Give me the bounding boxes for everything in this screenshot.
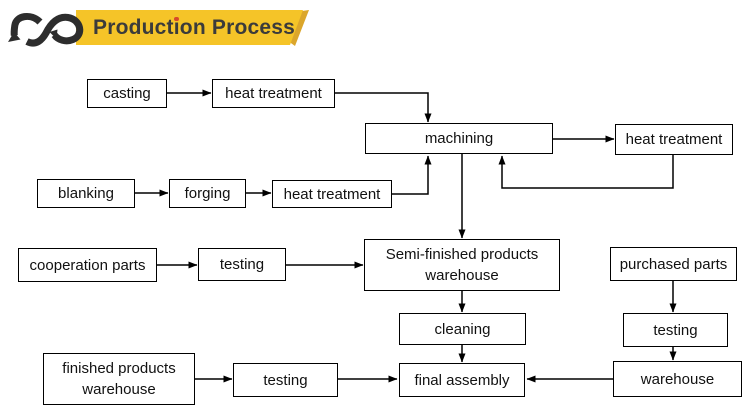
edge-heat-treatment-top-machining — [335, 92, 432, 123]
node-blanking: blanking — [37, 179, 135, 208]
node-heat-treatment-right: heat treatment — [615, 124, 733, 155]
node-heat-treatment-top: heat treatment — [212, 79, 335, 108]
node-testing-purchased: testing — [623, 313, 728, 347]
node-final-assembly: final assembly — [399, 363, 525, 397]
page-title-pre: Product — [93, 15, 174, 39]
node-testing-parts: testing — [198, 248, 286, 281]
left-arrowhead-icon — [8, 32, 21, 42]
node-warehouse: warehouse — [613, 361, 742, 397]
page-title-post: on Process — [179, 15, 296, 39]
page-title-dotted-i: i — [173, 15, 180, 39]
header-banner — [8, 10, 309, 47]
node-purchased-parts: purchased parts — [610, 247, 737, 281]
node-cleaning: cleaning — [399, 313, 526, 345]
right-arrowhead-icon — [49, 29, 58, 39]
edge-heat-treatment-right-machining — [498, 154, 674, 189]
infinity-arrows-icon — [8, 13, 84, 47]
edge-heat-treatment-mid-machining — [392, 155, 432, 195]
banner-body — [76, 10, 303, 45]
node-cooperation-parts: cooperation parts — [18, 248, 157, 282]
node-testing-final: testing — [233, 363, 338, 397]
node-finished-products-warehouse: finished products warehouse — [43, 353, 195, 405]
node-semi-finished-warehouse: Semi-finished products warehouse — [364, 239, 560, 291]
node-heat-treatment-mid: heat treatment — [272, 180, 392, 208]
node-casting: casting — [87, 79, 167, 108]
node-machining: machining — [365, 123, 553, 154]
node-forging: forging — [169, 179, 246, 208]
